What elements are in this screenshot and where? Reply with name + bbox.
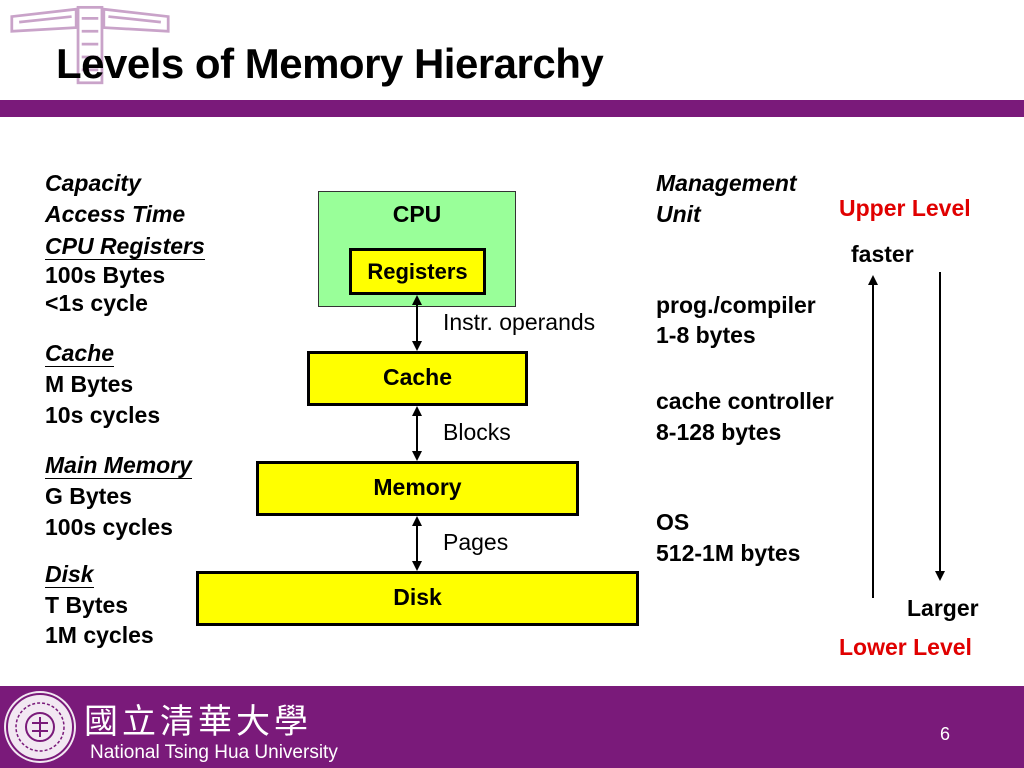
page-number: 6: [940, 724, 951, 744]
disk-box: Disk: [196, 571, 639, 626]
mgmt-size-cache-controller: 8-128 bytes: [656, 419, 782, 445]
unit-header: Unit: [656, 201, 701, 227]
faster-label: faster: [851, 241, 914, 267]
level-name-registers: CPU Registers: [45, 233, 205, 260]
management-header: Management: [656, 170, 797, 196]
level-time-disk: 1M cycles: [45, 622, 154, 648]
level-time-cache: 10s cycles: [45, 402, 161, 428]
mgmt-size-compiler: 1-8 bytes: [656, 322, 756, 348]
mgmt-unit-cache-controller: cache controller: [656, 388, 834, 414]
level-name-disk: Disk: [45, 561, 94, 588]
level-time-memory: 100s cycles: [45, 514, 173, 540]
cache-box: Cache: [307, 351, 528, 406]
transfer-label-instr-operands: Instr. operands: [443, 309, 596, 335]
title-divider-bar: [0, 100, 1024, 117]
memory-box: Memory: [256, 461, 579, 516]
mgmt-unit-compiler: prog./compiler: [656, 292, 816, 318]
level-capacity-cache: M Bytes: [45, 371, 134, 397]
level-capacity-disk: T Bytes: [45, 592, 129, 618]
transfer-label-blocks: Blocks: [443, 419, 511, 445]
university-name: National Tsing Hua University: [90, 742, 338, 763]
transfer-label-pages: Pages: [443, 529, 509, 555]
access-time-header: Access Time: [45, 201, 186, 227]
level-name-cache: Cache: [45, 340, 115, 367]
footer-bar: [0, 686, 1024, 768]
university-name-chinese: 國立清華大學: [84, 702, 312, 742]
larger-label: Larger: [907, 595, 979, 621]
mgmt-unit-os: OS: [656, 509, 690, 535]
level-name-memory: Main Memory: [45, 452, 192, 479]
mgmt-size-os: 512-1M bytes: [656, 540, 801, 566]
registers-box: Registers: [349, 248, 486, 295]
level-capacity-registers: 100s Bytes: [45, 262, 166, 288]
lower-level-label: Lower Level: [839, 634, 972, 660]
level-capacity-memory: G Bytes: [45, 483, 132, 509]
cpu-label: CPU: [392, 201, 442, 227]
university-emblem-watermark: [10, 5, 170, 85]
page-title: Levels of Memory Hierarchy: [56, 40, 604, 87]
upper-level-label: Upper Level: [839, 195, 971, 221]
level-time-registers: <1s cycle: [45, 290, 148, 316]
capacity-header: Capacity: [45, 170, 141, 196]
